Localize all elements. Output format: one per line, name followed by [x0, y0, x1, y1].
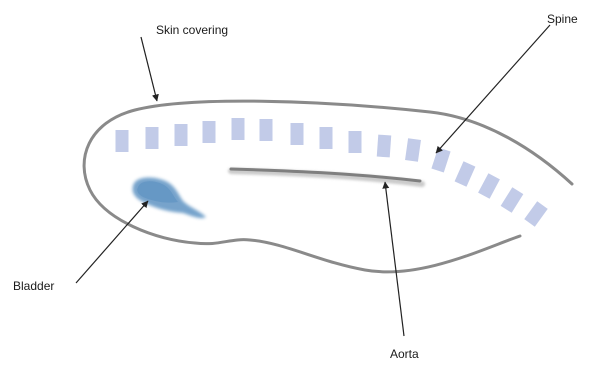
- aorta-label: Aorta: [390, 347, 419, 361]
- vertebra-segment: [320, 127, 333, 149]
- vertebra-segment: [501, 187, 524, 213]
- spine-label: Spine: [547, 12, 578, 26]
- vertebra-segment: [175, 124, 188, 146]
- vertebra-segment: [478, 173, 500, 199]
- vertebra-segment: [260, 119, 273, 141]
- skin-covering-arrow: [141, 37, 157, 101]
- vertebra-segment: [291, 123, 304, 145]
- vertebra-segment: [455, 161, 476, 186]
- aorta-arrow: [385, 182, 404, 336]
- bladder-organ: [133, 178, 206, 219]
- vertebra-segment: [146, 127, 159, 149]
- vertebra-segment: [405, 138, 421, 162]
- vertebra-segment: [377, 135, 392, 158]
- vertebra-segment: [232, 118, 245, 140]
- bladder-label: Bladder: [13, 279, 54, 293]
- vertebra-segment: [203, 121, 216, 143]
- skin-covering-label: Skin covering: [156, 23, 228, 37]
- vertebra-segment: [349, 131, 362, 153]
- vertebra-segment: [431, 148, 450, 173]
- aorta-vessel: [231, 169, 422, 184]
- spine-arrow: [436, 25, 550, 153]
- vertebra-segment: [524, 201, 547, 226]
- vertebra-segment: [116, 130, 129, 152]
